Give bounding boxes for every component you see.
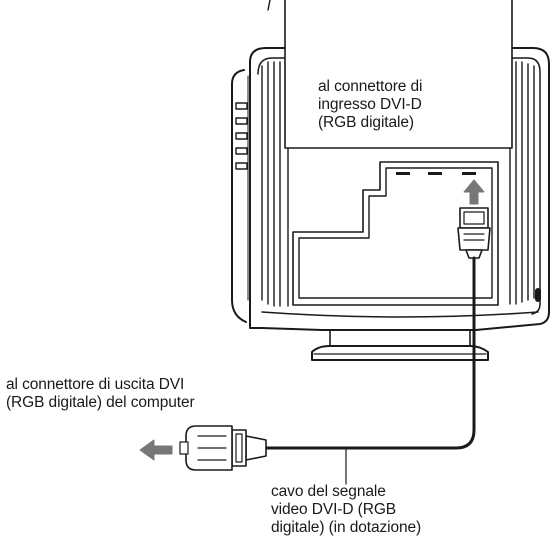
control-buttons-icon <box>235 102 248 170</box>
monitor-side-bezel <box>231 69 249 323</box>
computer-output-line-1: al connettore di uscita DVI <box>6 376 185 393</box>
input-connector-label: al connettore di ingresso DVI-D (RGB dig… <box>318 78 422 132</box>
input-connector-line-3: (RGB digitale) <box>318 114 414 131</box>
monitor-rear-housing <box>249 47 550 331</box>
up-arrow-icon <box>463 179 485 205</box>
connector-slots-icon <box>396 172 476 175</box>
dvi-cable <box>264 256 476 450</box>
input-connector-line-2: ingresso DVI-D <box>318 96 422 113</box>
callout-panel <box>267 0 513 149</box>
dvi-plug-monitor-icon <box>457 207 491 259</box>
left-arrow-icon <box>139 439 173 461</box>
computer-output-label: al connettore di uscita DVI (RGB digital… <box>6 376 195 412</box>
signal-cable-label: cavo del segnale video DVI-D (RGB digita… <box>271 483 421 537</box>
input-connector-line-1: al connettore di <box>318 78 423 95</box>
rear-connector-panel <box>292 161 499 306</box>
signal-cable-line-1: cavo del segnale <box>271 483 386 500</box>
signal-cable-line-2: video DVI-D (RGB <box>271 501 397 518</box>
dvi-plug-computer-icon <box>179 425 267 471</box>
monitor-stand <box>311 329 489 361</box>
computer-output-line-2: (RGB digitale) del computer <box>6 394 195 411</box>
signal-cable-line-3: digitale) (in dotazione) <box>271 519 422 536</box>
